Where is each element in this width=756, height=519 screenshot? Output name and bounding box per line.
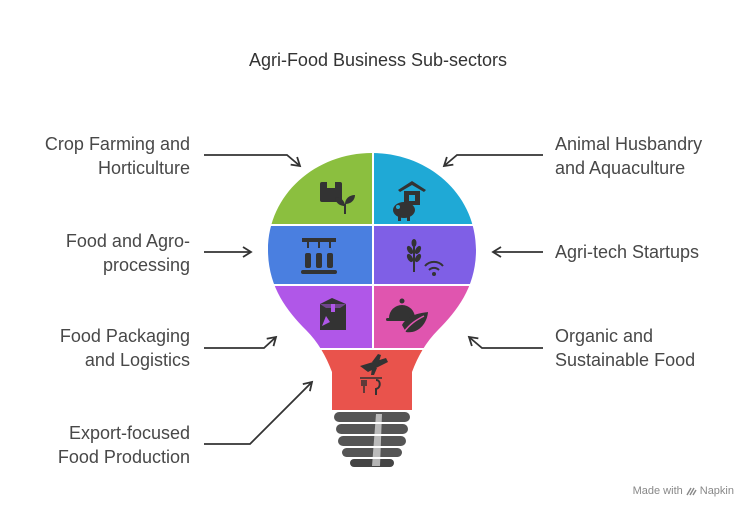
napkin-credit: Made with Napkin (633, 485, 734, 497)
label-export: Export-focused Food Production (57, 423, 190, 467)
connector-arrows (204, 154, 543, 445)
package-box-icon (320, 298, 346, 330)
label-animal: Animal Husbandry and Aquaculture (555, 134, 703, 178)
label-packaging: Food Packaging and Logistics (59, 326, 190, 370)
arrow-animal (442, 154, 543, 168)
plane-cutlery-icon (360, 354, 388, 395)
arrow-crop (204, 154, 302, 168)
segment-crop (268, 153, 372, 224)
segment-agritech (374, 226, 476, 284)
cloche-leaf-icon (386, 298, 428, 333)
segment-export (268, 350, 476, 410)
credit-prefix: Made with (632, 485, 683, 497)
credit-brand: Napkin (699, 485, 734, 497)
farm-animal-icon (393, 181, 426, 221)
napkin-logo-icon (686, 487, 697, 495)
label-food: Food and Agro- processing (65, 231, 190, 275)
arrow-packaging (204, 335, 278, 349)
segment-animal (374, 153, 476, 224)
bottling-line-icon (301, 238, 337, 274)
segment-packaging (268, 286, 372, 348)
label-agritech: Agri-tech Startups (555, 242, 700, 262)
arrow-export (204, 380, 314, 445)
wheat-wifi-icon (406, 239, 444, 276)
page-title: Agri-Food Business Sub-sectors (248, 50, 508, 70)
box-seedling-icon (320, 182, 355, 214)
label-organic: Organic and Sustainable Food (555, 326, 696, 370)
arrow-organic (467, 335, 543, 349)
bulb-base (334, 412, 410, 467)
label-crop: Crop Farming and Horticulture (44, 134, 190, 178)
